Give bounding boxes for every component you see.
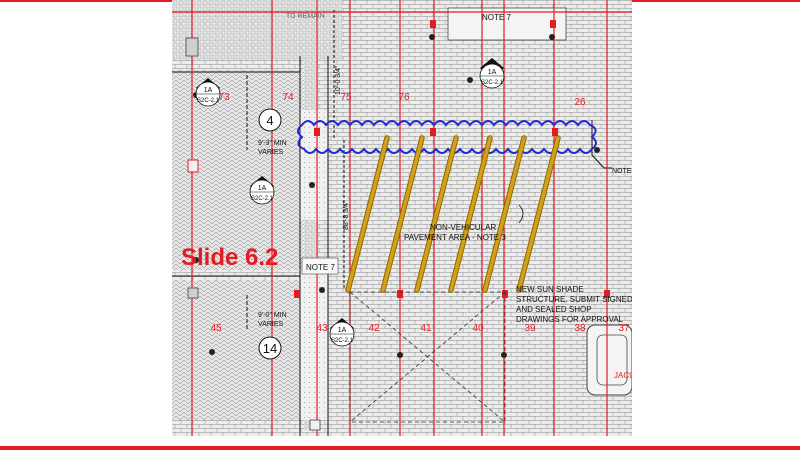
gridline-number: 43 [316, 323, 328, 334]
utility-box [187, 287, 199, 299]
gridline-numbers: 73 74 75 76 26 45 43 42 41 40 39 38 37 [210, 92, 630, 334]
gridline-number: 76 [398, 92, 410, 103]
shade-note-line4: DRAWINGS FOR APPROVAL [516, 315, 624, 324]
site-plan-svg: 4 14 1A S2C-2.1 1A S2C-2.1 1A [172, 0, 632, 436]
gridline-marker [397, 290, 403, 298]
dimension-min-2-line2: VARIES [258, 321, 283, 328]
gridline-number: 40 [472, 323, 484, 334]
shade-beam [517, 136, 560, 292]
gridline-marker [430, 128, 436, 136]
keynote-circle-4 [258, 108, 282, 132]
light-fixture [501, 352, 507, 358]
shade-beams [346, 136, 560, 292]
gridline-number: 45 [210, 323, 222, 334]
slide-label: Slide 6.2 [181, 244, 279, 271]
detail-tag-top: 1A [204, 87, 213, 94]
gridline-marker [552, 128, 558, 136]
gridline-number: 42 [368, 323, 380, 334]
site-plan-drawing: 4 14 1A S2C-2.1 1A S2C-2.1 1A [172, 0, 632, 436]
gridline-number: 38 [574, 323, 586, 334]
gridline-number: 37 [618, 323, 630, 334]
dimension-min-2-line1: 9'-0" MIN [258, 312, 287, 319]
jacuzzi-label: JACU [614, 371, 632, 380]
keynote-circles [258, 108, 282, 360]
gridline-marker [550, 20, 556, 28]
dimension-min-1-line1: 9'-3" MIN [258, 140, 287, 147]
shade-beam [415, 136, 458, 292]
boundary-lines [172, 10, 612, 436]
gridline-marker [314, 128, 320, 136]
utility-box [309, 419, 321, 431]
keynote-circle-4-label: 4 [266, 113, 273, 128]
gridline-marker [430, 20, 436, 28]
gridline-number: 39 [524, 323, 536, 334]
light-fixture [594, 147, 600, 153]
detail-tag-top: 1A [258, 185, 267, 192]
shade-note-line1: NEW SUN SHADE [516, 285, 584, 294]
gridline-marker [604, 290, 610, 298]
light-fixture [319, 287, 325, 293]
shade-note-line2: STRUCTURE. SUBMIT SIGNED [516, 295, 632, 304]
sun-shade-footprint [349, 291, 506, 423]
light-fixture [549, 34, 555, 40]
shade-beam [449, 136, 492, 292]
patterned-band-top [172, 0, 342, 60]
detail-tag: 1A S2C-2.1 [249, 176, 275, 205]
gridline-marker [294, 290, 300, 298]
jacuzzi [586, 324, 632, 396]
light-fixture [209, 349, 215, 355]
dimension-top-vertical: 10'-0 3/4" [335, 65, 342, 95]
detail-tag: 1A S2C-2.1 [195, 78, 221, 107]
note-to-remain: TO REMAIN [286, 13, 325, 20]
shade-beam [483, 136, 526, 292]
note7-mid-label: NOTE 7 [306, 263, 335, 272]
light-fixture [397, 352, 403, 358]
gridline-number: 41 [420, 323, 432, 334]
utility-box [185, 37, 199, 57]
area-label-line1: NON-VEHICULAR [430, 223, 496, 232]
detail-tag-top: 1A [488, 69, 497, 76]
sun-shade-diagonal [349, 291, 506, 423]
detail-tag-top: 1A [338, 327, 347, 334]
shade-beam [346, 136, 389, 292]
light-fixture [429, 34, 435, 40]
note7-top-label: NOTE 7 [482, 13, 511, 22]
sun-shade-outline [349, 291, 506, 423]
gridline-number: 75 [340, 92, 352, 103]
note-right-label: NOTE [612, 168, 632, 175]
detail-tag: 1A S2C-2.1 [479, 58, 505, 89]
note7-mid-box [301, 257, 339, 275]
detail-tag-bottom: S2C-2.1 [197, 98, 220, 104]
arrow-indicator [518, 204, 524, 224]
dimension-min-1-line2: VARIES [258, 149, 283, 156]
detail-tag-bottom: S2C-2.1 [481, 80, 504, 86]
gridline-number: 73 [218, 92, 230, 103]
jacuzzi-inner [596, 334, 628, 386]
light-fixture [193, 257, 199, 263]
detail-tag-bottom: S2C-2.1 [251, 196, 274, 202]
utility-box [187, 159, 199, 173]
light-fixture [309, 182, 315, 188]
planter-lower [300, 270, 328, 420]
shade-note-line3: AND SEALED SHOP [516, 305, 592, 314]
keynote-circle-14 [258, 336, 282, 360]
shade-beam [381, 136, 424, 292]
detail-tag-bottom: S2C-2.1 [331, 338, 354, 344]
detail-tag: 1A S2C-2.1 [329, 318, 355, 347]
dimension-left-vertical: 88'-8 3/4" [343, 200, 350, 230]
gridline-number: 74 [282, 92, 294, 103]
note7-box-top [447, 7, 567, 41]
keynote-circle-14-label: 14 [263, 341, 277, 356]
light-fixture [467, 77, 473, 83]
slide-frame-bottom [0, 446, 800, 450]
gridline-number: 26 [574, 97, 586, 108]
area-label-line2: PAVEMENT AREA - NOTE 3 [404, 233, 506, 242]
